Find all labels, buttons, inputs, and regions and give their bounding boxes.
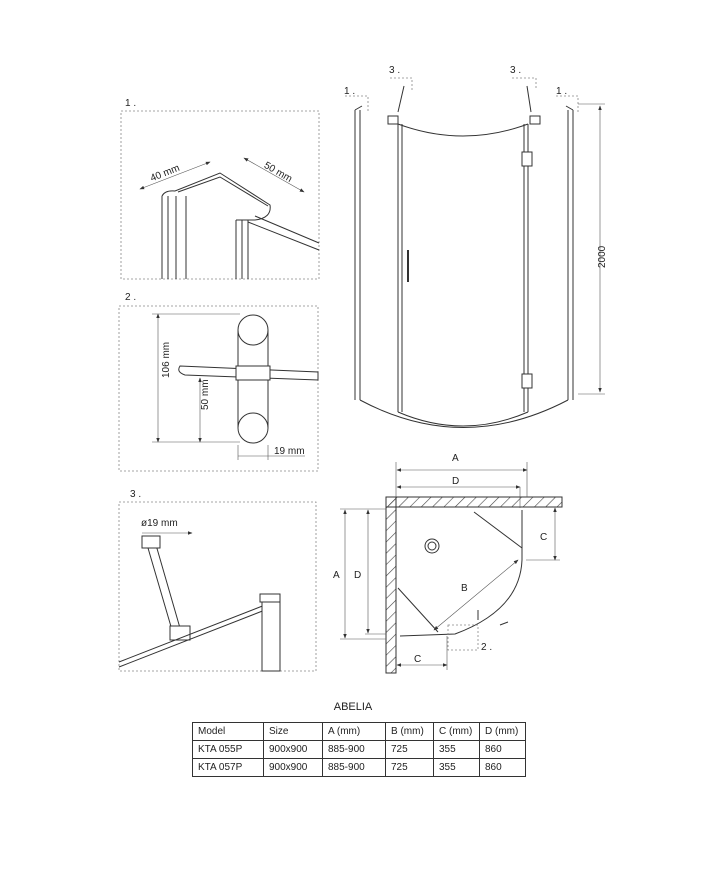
cell-d: 860: [479, 740, 526, 759]
callout-1-left: 1 .: [344, 86, 355, 97]
detail-3-stabilizer: 3 . ø19 mm: [118, 489, 317, 672]
dim-50mm: 50 mm: [262, 160, 294, 185]
dim-19mm-diameter: ø19 mm: [141, 518, 178, 529]
header-d: D (mm): [479, 722, 526, 741]
detail-2-handle: 2 . 106 mm 50 mm 19 mm: [118, 292, 319, 472]
table-row: KTA 055P 900x900 885-900 725 355 860: [192, 740, 526, 759]
detail-2-label: 2 .: [125, 292, 136, 303]
callout-2: 2 .: [481, 642, 492, 653]
detail-3-label: 3 .: [130, 489, 141, 500]
dimensions-table: Model Size A (mm) B (mm) C (mm) D (mm) K…: [192, 722, 526, 777]
plan-view: A D A D C C B 2 .: [333, 453, 563, 674]
dim-106mm: 106 mm: [161, 342, 172, 378]
callout-1-right: 1 .: [556, 86, 567, 97]
cell-size: 900x900: [263, 758, 323, 777]
header-model: Model: [192, 722, 264, 741]
dim-19mm: 19 mm: [274, 446, 305, 457]
table-header-row: Model Size A (mm) B (mm) C (mm) D (mm): [192, 722, 526, 741]
dim-50mm-handle: 50 mm: [200, 379, 211, 410]
callout-3-right: 3 .: [510, 65, 521, 76]
cell-a: 885-900: [322, 740, 386, 759]
plan-label-B: B: [461, 583, 468, 594]
detail-1-label: 1 .: [125, 98, 136, 109]
cell-model: KTA 057P: [192, 758, 264, 777]
cell-b: 725: [385, 740, 434, 759]
header-size: Size: [263, 722, 323, 741]
callout-3-left: 3 .: [389, 65, 400, 76]
dim-height-2000: 2000: [597, 245, 608, 268]
plan-label-A-left: A: [333, 570, 340, 581]
plan-label-C-bottom: C: [414, 654, 421, 665]
dim-40mm: 40 mm: [149, 163, 181, 185]
plan-label-A-top: A: [452, 453, 459, 464]
detail-1-profile-top: 1 . 40 mm 50 mm: [120, 98, 320, 280]
cell-a: 885-900: [322, 758, 386, 777]
cell-c: 355: [433, 740, 480, 759]
cell-size: 900x900: [263, 740, 323, 759]
table-row: KTA 057P 900x900 885-900 725 355 860: [192, 758, 526, 777]
header-a: A (mm): [322, 722, 386, 741]
table-title: ABELIA: [333, 701, 373, 713]
cell-c: 355: [433, 758, 480, 777]
header-b: B (mm): [385, 722, 434, 741]
cell-d: 860: [479, 758, 526, 777]
elevation-view: 1 . 3 . 3 . 1 . 2000: [344, 65, 608, 428]
plan-label-D-left: D: [354, 570, 361, 581]
cell-model: KTA 055P: [192, 740, 264, 759]
header-c: C (mm): [433, 722, 480, 741]
plan-label-D-top: D: [452, 476, 459, 487]
cell-b: 725: [385, 758, 434, 777]
plan-label-C-right: C: [540, 532, 547, 543]
